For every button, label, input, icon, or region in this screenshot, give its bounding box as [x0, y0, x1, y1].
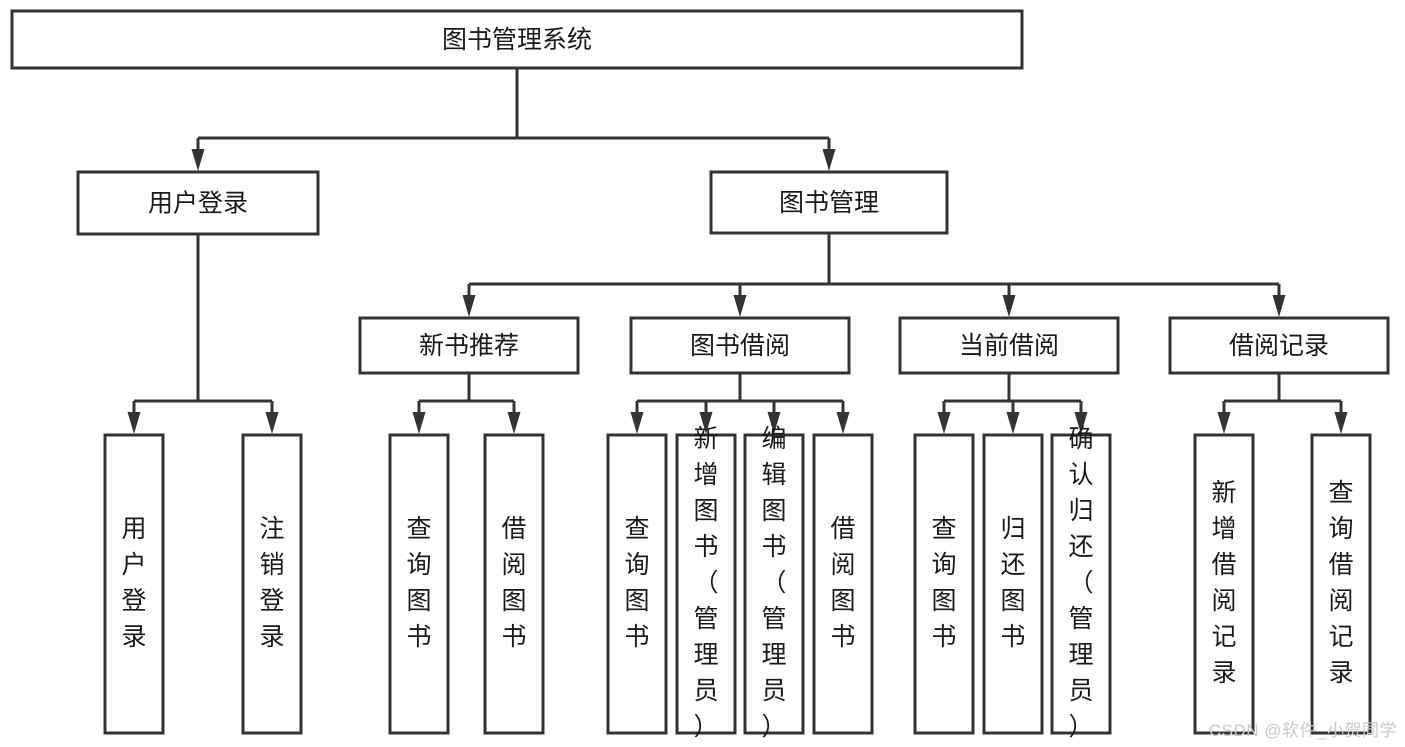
arrow-head-icon — [1002, 295, 1016, 317]
arrow-head-icon — [507, 412, 521, 434]
node-box — [812, 433, 874, 735]
node-box — [898, 316, 1120, 375]
watermark-text: CSDN @软件_小贺同学 — [1208, 721, 1397, 740]
arrow-head-icon — [191, 149, 205, 171]
node-label: 当前借阅 — [959, 332, 1059, 360]
node-box — [1193, 433, 1255, 735]
node-leaf_confirm[interactable]: 确认归还（管理员） — [1050, 425, 1112, 741]
node-box — [1050, 433, 1112, 735]
node-label: 查询图书 — [931, 515, 956, 651]
node-label: 图书管理系统 — [442, 26, 592, 54]
node-box — [76, 170, 320, 236]
node-new_book_rec[interactable]: 新书推荐 — [358, 316, 580, 375]
node-box — [913, 433, 975, 735]
node-box — [241, 433, 303, 735]
node-leaf_edit_book[interactable]: 编辑图书（管理员） — [743, 425, 805, 741]
arrow-head-icon — [630, 412, 644, 434]
node-leaf_return[interactable]: 归还图书 — [982, 433, 1044, 735]
arrow-head-icon — [462, 295, 476, 317]
node-box — [629, 316, 851, 375]
node-leaf_query_rec[interactable]: 查询借阅记录 — [1310, 433, 1372, 735]
arrow-head-icon — [265, 412, 279, 434]
node-box — [1310, 433, 1372, 735]
node-book_borrow[interactable]: 图书借阅 — [629, 316, 851, 375]
node-label: 新增借阅记录 — [1211, 479, 1236, 687]
arrow-head-icon — [733, 295, 747, 317]
node-label: 图书借阅 — [690, 332, 790, 360]
connector-group-user_login — [127, 234, 279, 434]
node-leaf_user_login[interactable]: 用户登录 — [103, 433, 165, 735]
node-label: 归还图书 — [1000, 515, 1025, 651]
arrow-head-icon — [699, 412, 713, 434]
node-label: 图书管理 — [779, 189, 879, 217]
node-label: 借阅记录 — [1229, 332, 1329, 360]
node-user_login[interactable]: 用户登录 — [76, 170, 320, 236]
connector-group-root — [191, 68, 836, 171]
arrow-head-icon — [127, 412, 141, 434]
node-leaf_b_book_1[interactable]: 借阅图书 — [483, 433, 545, 735]
node-label: 注销登录 — [259, 515, 284, 651]
node-label: 确认归还（管理员） — [1068, 425, 1093, 741]
connector-group-book_borrow — [630, 373, 850, 434]
node-label: 查询借阅记录 — [1328, 479, 1353, 687]
node-borrow_record[interactable]: 借阅记录 — [1168, 316, 1390, 375]
node-current_borrow[interactable]: 当前借阅 — [898, 316, 1120, 375]
node-box — [606, 433, 668, 735]
connector-group-new_book_rec — [412, 373, 521, 434]
node-root[interactable]: 图书管理系统 — [10, 9, 1024, 70]
node-leaf_q_book_2[interactable]: 查询图书 — [606, 433, 668, 735]
arrow-head-icon — [1272, 295, 1286, 317]
node-leaf_logout[interactable]: 注销登录 — [241, 433, 303, 735]
arrow-head-icon — [1006, 412, 1020, 434]
node-leaf_add_book[interactable]: 新增图书（管理员） — [675, 425, 737, 741]
node-book_manage[interactable]: 图书管理 — [709, 170, 949, 235]
node-box — [103, 433, 165, 735]
node-box — [483, 433, 545, 735]
node-box — [982, 433, 1044, 735]
arrow-head-icon — [1217, 412, 1231, 434]
node-label: 编辑图书（管理员） — [761, 425, 786, 741]
arrow-head-icon — [937, 412, 951, 434]
node-label: 查询图书 — [624, 515, 649, 651]
node-leaf_add_rec[interactable]: 新增借阅记录 — [1193, 433, 1255, 735]
node-label: 用户登录 — [121, 515, 146, 651]
node-box — [388, 433, 450, 735]
connector-group-borrow_record — [1217, 373, 1348, 434]
arrow-head-icon — [822, 149, 836, 171]
node-box — [709, 170, 949, 235]
node-label: 借阅图书 — [501, 515, 526, 651]
node-label: 新增图书（管理员） — [693, 425, 718, 741]
connector-group-current_borrow — [937, 373, 1088, 434]
node-leaf_q_book_1[interactable]: 查询图书 — [388, 433, 450, 735]
node-label: 查询图书 — [406, 515, 431, 651]
node-layer: 图书管理系统用户登录图书管理新书推荐图书借阅当前借阅借阅记录用户登录注销登录查询… — [10, 9, 1390, 741]
arrow-head-icon — [1074, 412, 1088, 434]
node-box — [675, 433, 737, 735]
connector-group-book_manage — [462, 233, 1286, 317]
arrow-head-icon — [412, 412, 426, 434]
node-label: 新书推荐 — [419, 332, 519, 360]
node-label: 借阅图书 — [830, 515, 855, 651]
node-label: 用户登录 — [148, 190, 248, 218]
arrow-head-icon — [1334, 412, 1348, 434]
connector-layer — [127, 68, 1348, 434]
arrow-head-icon — [836, 412, 850, 434]
node-box — [1168, 316, 1390, 375]
node-box — [358, 316, 580, 375]
arrow-head-icon — [767, 412, 781, 434]
node-leaf_q_book_3[interactable]: 查询图书 — [913, 433, 975, 735]
node-box — [743, 433, 805, 735]
node-leaf_b_book_2[interactable]: 借阅图书 — [812, 433, 874, 735]
node-box — [10, 9, 1024, 70]
